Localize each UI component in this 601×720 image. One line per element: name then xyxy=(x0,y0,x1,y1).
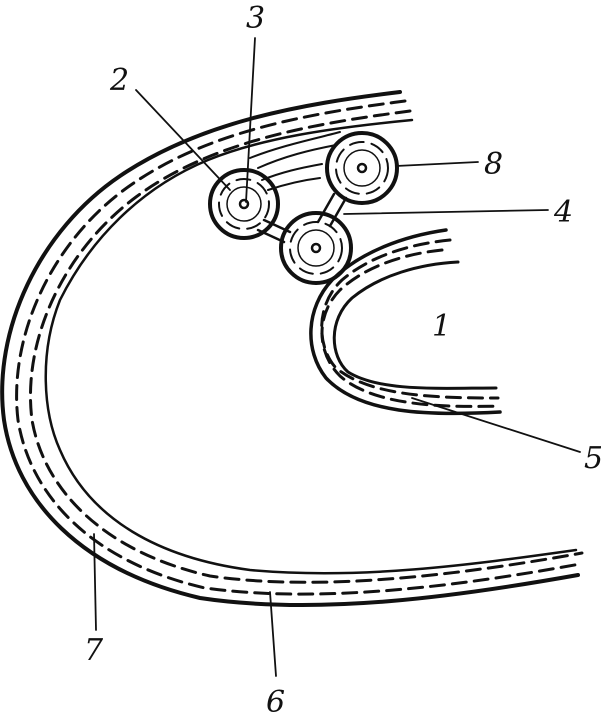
leader-7 xyxy=(93,533,97,631)
outer-sheath-outer-line xyxy=(0,90,580,607)
leader-6 xyxy=(269,591,277,677)
inner-channel-outer-line xyxy=(309,228,502,416)
leader-4 xyxy=(343,209,549,215)
outer-sheath-texture xyxy=(249,131,341,191)
leader-3 xyxy=(245,37,256,203)
label-4: 4 xyxy=(553,195,573,230)
outer-sheath-inner-line xyxy=(44,118,578,575)
roller-2-axle xyxy=(238,198,250,210)
outer-sheath-dashed-line-2 xyxy=(29,109,584,584)
leader-2 xyxy=(135,89,231,191)
label-3: 3 xyxy=(246,1,265,36)
inner-channel-line-1 xyxy=(332,260,498,390)
leader-5 xyxy=(411,397,581,453)
label-5: 5 xyxy=(584,441,601,476)
inner-channel-dashed-2 xyxy=(320,248,502,408)
roller-2-inner-ring xyxy=(226,186,262,222)
roller-bottom-axle xyxy=(310,242,322,254)
roller-bottom-inner-ring xyxy=(297,229,335,267)
leader-8 xyxy=(395,161,479,167)
roller-8-dashed-ring xyxy=(335,141,389,195)
roller-2-rim xyxy=(208,168,280,240)
reference-labels: 1 2 3 4 5 6 7 8 xyxy=(84,1,601,720)
roller-8-rim xyxy=(325,131,399,205)
roller-bottom xyxy=(279,211,353,285)
inner-channel xyxy=(309,228,502,416)
outer-sheath-dashed-line-1 xyxy=(15,99,582,596)
leader-lines xyxy=(93,37,581,677)
roller-2 xyxy=(208,168,280,240)
label-6: 6 xyxy=(266,685,285,720)
label-7: 7 xyxy=(84,633,104,668)
roller-bottom-rim xyxy=(279,211,353,285)
roller-8-inner-ring xyxy=(343,149,381,187)
roller-bottom-dashed-ring xyxy=(289,221,343,275)
roller-links xyxy=(256,192,348,244)
link-8-to-bottom xyxy=(316,192,336,224)
roller-8-axle xyxy=(356,162,368,174)
link-8-to-bottom-b xyxy=(328,196,348,228)
label-2: 2 xyxy=(109,63,129,98)
roller-8 xyxy=(325,131,399,205)
label-8: 8 xyxy=(484,147,503,182)
roller-2-dashed-ring xyxy=(218,178,270,230)
outer-sheath xyxy=(0,90,584,607)
label-1: 1 xyxy=(432,309,451,344)
